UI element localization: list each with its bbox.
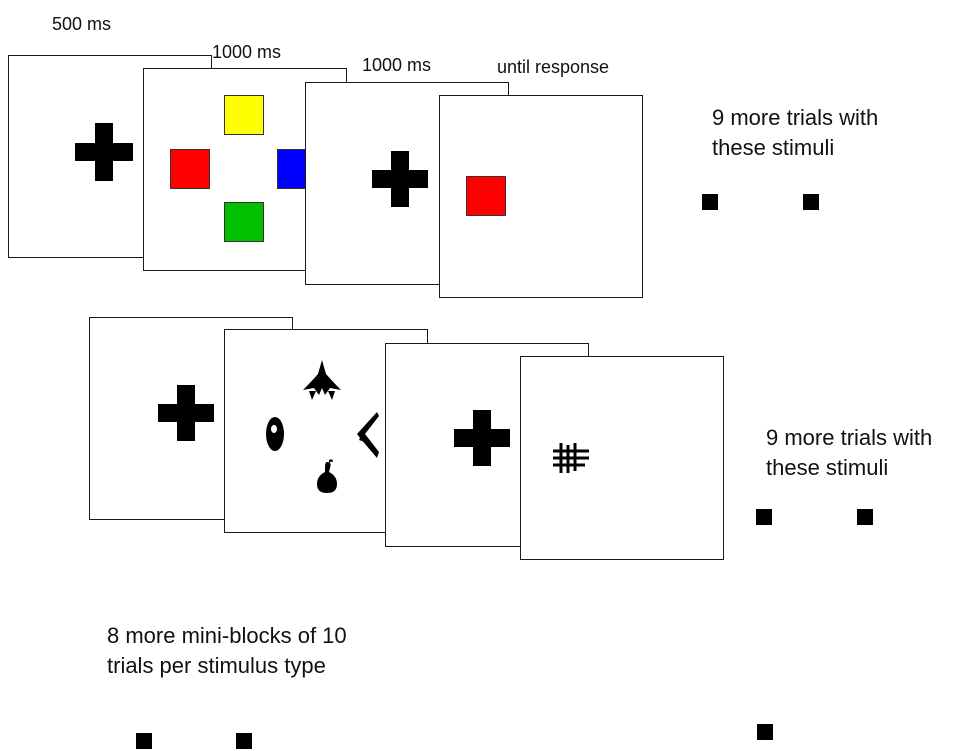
fixation-cross-icon <box>75 123 133 181</box>
duration-label-array: 1000 ms <box>212 42 282 62</box>
ellipsis-dot-icon <box>136 733 152 749</box>
probe-frame <box>439 95 643 298</box>
block2-note-line1: 9 more trials with <box>766 425 933 450</box>
probe-frame <box>520 356 724 560</box>
ellipsis-dot-icon <box>756 509 772 525</box>
fixation-cross-icon <box>372 151 428 207</box>
abstract-shape-right <box>357 412 379 458</box>
duration-label-second-fixation: 1000 ms <box>362 55 432 75</box>
green-square <box>224 202 264 242</box>
block2-note-line2: these stimuli <box>766 455 889 480</box>
duration-label-fixation: 500 ms <box>52 14 112 34</box>
fixation-cross-icon <box>454 410 510 466</box>
block1-note-line1: 9 more trials with <box>712 105 879 130</box>
ellipsis-dot-icon <box>857 509 873 525</box>
probe-grid-shape <box>553 443 589 473</box>
probe-red-square <box>466 176 506 216</box>
ellipsis-dot-icon <box>236 733 252 749</box>
abstract-shape-left <box>266 417 284 451</box>
ellipsis-dot-icon <box>757 724 773 740</box>
ellipsis-dot-icon <box>803 194 819 210</box>
ellipsis-dot-icon <box>702 194 718 210</box>
yellow-square <box>224 95 264 135</box>
final-note-line2: trials per stimulus type <box>107 653 326 678</box>
duration-label-probe: until response <box>497 57 610 77</box>
abstract-shape-bottom <box>317 459 337 493</box>
final-note-line1: 8 more mini-blocks of 10 <box>107 623 347 648</box>
abstract-shape-top <box>303 360 341 400</box>
fixation-cross-icon <box>158 385 214 441</box>
red-square <box>170 149 210 189</box>
block1-note-line2: these stimuli <box>712 135 835 160</box>
